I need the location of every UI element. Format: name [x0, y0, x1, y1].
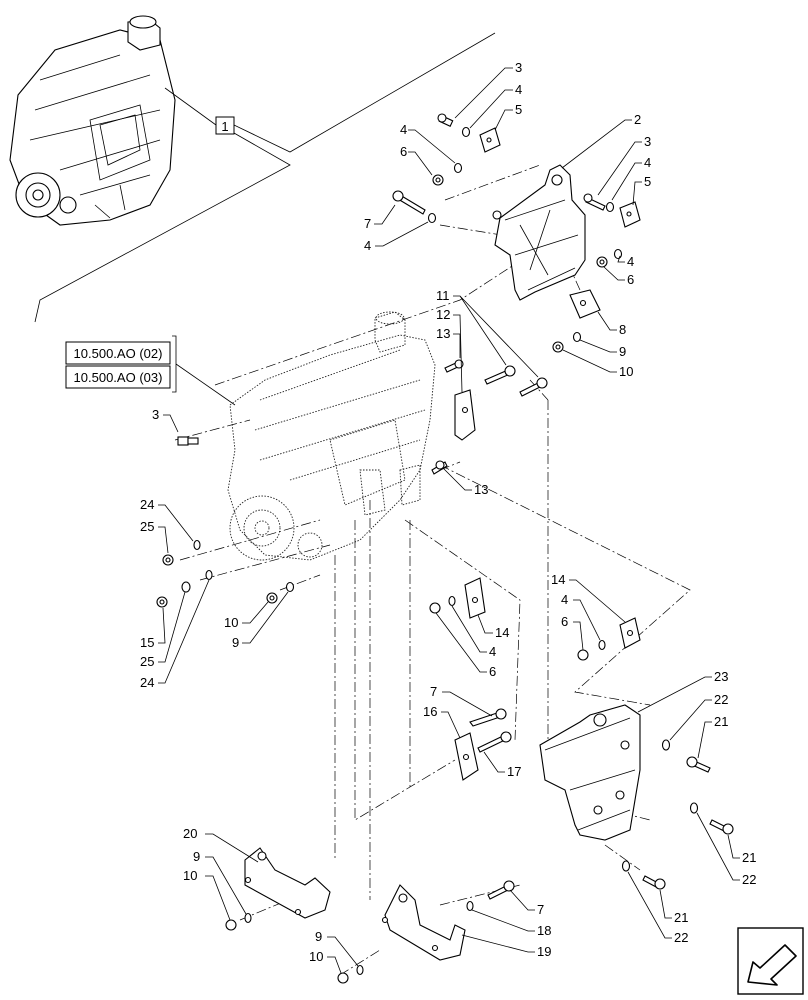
label-c28: 24	[140, 675, 154, 690]
bracket-23	[539, 704, 734, 890]
label-c37: 17	[507, 764, 521, 779]
label-c29: 14	[495, 625, 509, 640]
label-c31: 6	[489, 664, 496, 679]
label-c23: 25	[140, 519, 154, 534]
label-c49: 18	[537, 923, 551, 938]
engine-ghost	[227, 311, 436, 561]
bracket-19	[337, 880, 515, 984]
label-c25: 9	[232, 635, 239, 650]
plate-8	[569, 289, 601, 319]
label-c5: 6	[400, 144, 407, 159]
reference-link-2[interactable]: 10.500.AO (03)	[74, 370, 163, 385]
label-c48: 7	[537, 902, 544, 917]
washer-24-a	[193, 539, 201, 551]
reference-boxes: 10.500.AO (02) 10.500.AO (03)	[65, 335, 236, 406]
nut-25-a	[162, 554, 174, 566]
label-c43: 21	[674, 910, 688, 925]
bracket-20	[225, 847, 331, 931]
bracket-14-a	[429, 577, 486, 619]
label-c8: 4	[644, 155, 651, 170]
washer-4-top2	[453, 162, 463, 174]
part-labels: 3 4 5 4 6 2 3 4 5 7 4 4 6 11 12 13 8 9 1…	[140, 60, 756, 964]
bolt-13-b	[431, 460, 448, 475]
washer-4-top	[461, 126, 471, 138]
label-c14: 11	[436, 288, 450, 303]
nut-15	[156, 596, 168, 608]
label-c40: 21	[714, 714, 728, 729]
engine-thumbnail	[9, 15, 176, 226]
label-c45: 20	[183, 826, 197, 841]
label-c33: 4	[561, 592, 568, 607]
label-c4: 4	[400, 122, 407, 137]
washer-25-b	[181, 581, 191, 593]
label-c18: 9	[619, 344, 626, 359]
label-c41: 21	[742, 850, 756, 865]
label-c44: 22	[674, 930, 688, 945]
label-c22: 24	[140, 497, 154, 512]
bolt-11-b	[519, 377, 548, 397]
bolt-11-a	[484, 365, 516, 385]
washer-4-right	[605, 201, 615, 213]
label-c12: 4	[627, 254, 634, 269]
bolt-7-top	[392, 190, 426, 215]
label-c38: 23	[714, 669, 728, 684]
label-c50: 19	[537, 944, 551, 959]
label-c46: 9	[193, 849, 200, 864]
nut-6-top	[432, 174, 444, 186]
bolt-3-right	[583, 193, 606, 211]
label-c39: 22	[714, 692, 728, 707]
label-c47: 10	[183, 868, 197, 883]
label-c51: 9	[315, 929, 322, 944]
plate-5-right	[619, 201, 641, 228]
label-c52: 10	[309, 949, 323, 964]
bracket-14-b	[577, 617, 641, 661]
plate-12	[454, 389, 476, 441]
bolt-3-left	[177, 436, 199, 446]
reference-link-1[interactable]: 10.500.AO (02)	[74, 346, 163, 361]
label-c3: 5	[515, 102, 522, 117]
label-c26: 15	[140, 635, 154, 650]
label-c19: 10	[619, 364, 633, 379]
label-c27: 25	[140, 654, 154, 669]
washer-9-b	[285, 581, 295, 593]
nut-10-a	[552, 341, 564, 353]
label-c17: 8	[619, 322, 626, 337]
label-c7: 3	[644, 134, 651, 149]
washer-24-b	[205, 569, 213, 581]
plate-5-upper	[479, 127, 501, 153]
washer-4-right2	[613, 248, 623, 260]
label-c36: 16	[423, 704, 437, 719]
label-c34: 6	[561, 614, 568, 629]
label-c42: 22	[742, 872, 756, 887]
washer-9-a	[572, 331, 582, 343]
nut-6-right	[596, 256, 608, 268]
label-c6: 2	[634, 112, 641, 127]
fasteners	[156, 113, 623, 608]
label-c13: 6	[627, 272, 634, 287]
label-c11: 4	[364, 238, 371, 253]
label-c24: 10	[224, 615, 238, 630]
bolt-13-a	[444, 359, 464, 373]
section-callout: 1	[34, 32, 496, 323]
label-c35: 7	[430, 684, 437, 699]
label-c9: 5	[644, 174, 651, 189]
nut-10-b	[266, 592, 278, 604]
label-c15: 12	[436, 307, 450, 322]
navigation-arrow-icon[interactable]	[737, 927, 804, 995]
label-c10: 7	[364, 216, 371, 231]
label-c16: 13	[436, 326, 450, 341]
label-c21: 13	[474, 482, 488, 497]
label-c32: 14	[551, 572, 565, 587]
bolt-3-top	[437, 113, 454, 127]
section-callout-label: 1	[221, 119, 228, 134]
label-c1: 3	[515, 60, 522, 75]
washer-4-mid	[427, 212, 437, 224]
bracket-2	[492, 164, 586, 301]
leader-lines	[158, 67, 740, 974]
label-c2: 4	[515, 82, 522, 97]
label-c30: 4	[489, 644, 496, 659]
label-c20: 3	[152, 407, 159, 422]
bracket-16-group	[454, 708, 512, 781]
